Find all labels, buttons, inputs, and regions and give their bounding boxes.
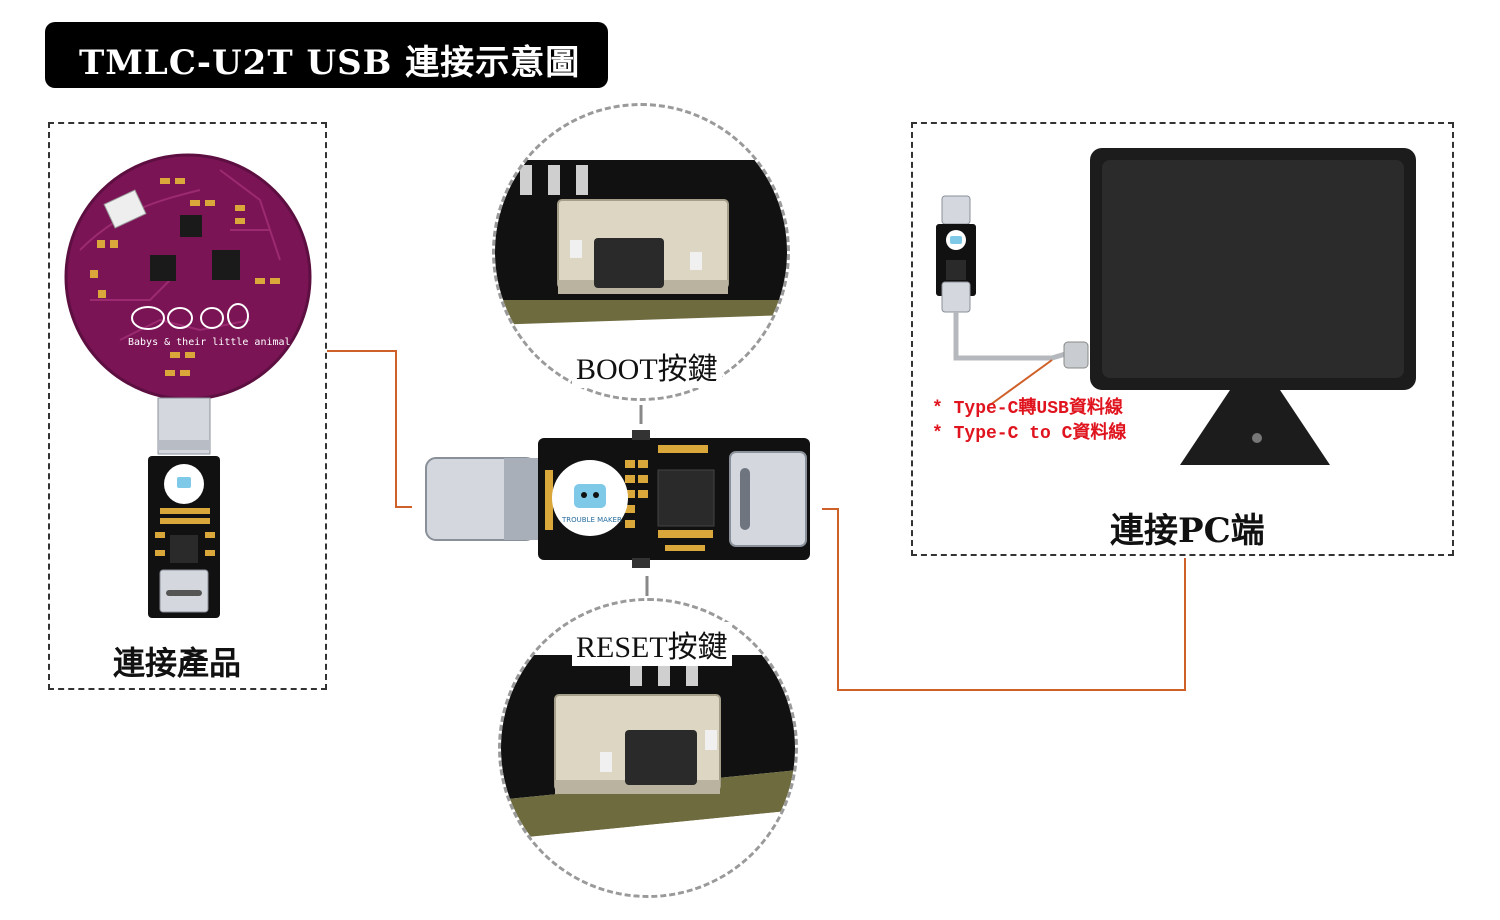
cable-note-2: * Type-C to C資料線 [932,424,1127,444]
board-caption: Babys & their little animal [128,337,291,348]
reset-button-label: RESET按鍵 [572,622,732,666]
svg-text:TROUBLE MAKER: TROUBLE MAKER [561,516,622,524]
product-panel-label: 連接產品 [113,644,242,682]
pc-panel [911,122,1454,556]
title-banner: TMLC-U2T USB 連接示意圖 [45,22,608,88]
boot-button-label: BOOT按鍵 [572,344,722,388]
usb-module: TROUBLE MAKER [425,430,810,568]
pc-setup [936,148,1416,465]
cable-note-1: * Type-C轉USB資料線 [932,399,1123,419]
pc-panel-label: 連接PC端 [1110,511,1265,551]
product-board: Babys & their little animal [64,153,312,618]
circle-link-ticks [639,405,649,596]
product-panel [48,122,327,690]
page-title: TMLC-U2T USB 連接示意圖 [79,43,581,83]
connector-lines [327,350,1186,691]
